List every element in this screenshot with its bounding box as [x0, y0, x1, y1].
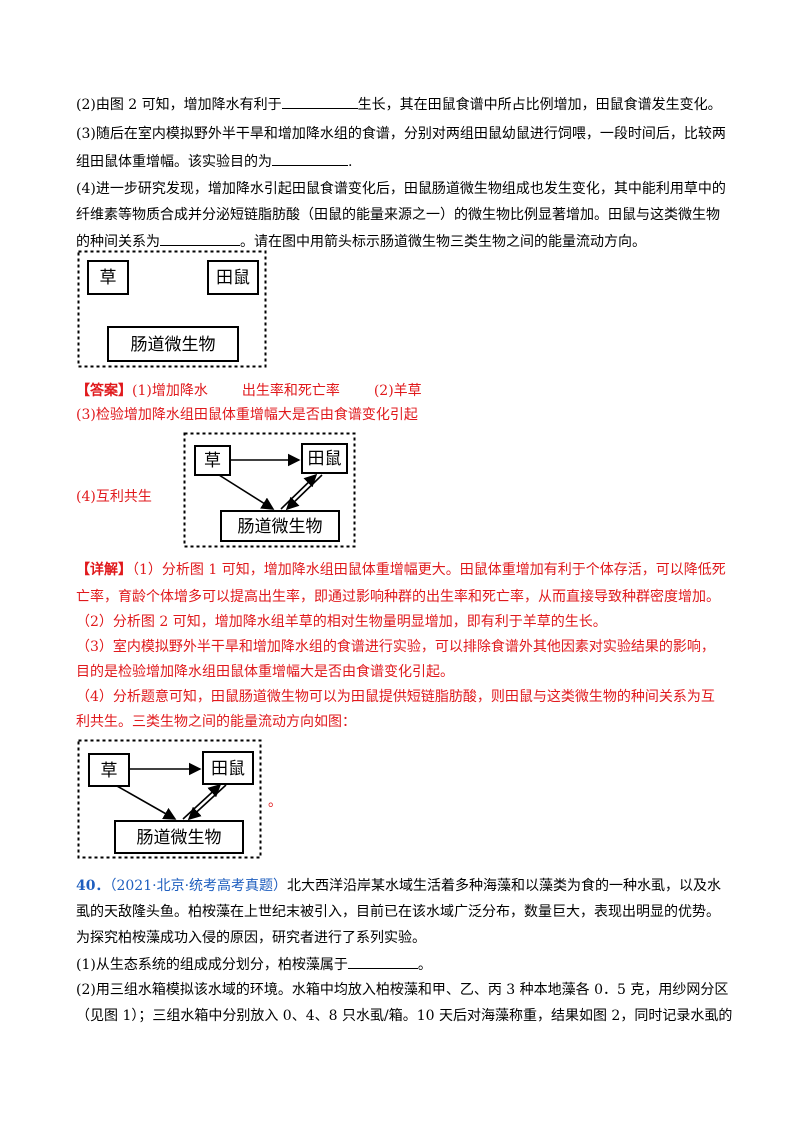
question-number: 40． — [76, 878, 110, 894]
grass-box — [87, 260, 129, 295]
detail-1-line1: 【详解】（1）分析图 1 可知，增加降水组田鼠体重增幅更大。田鼠体重增加有利于个… — [76, 560, 736, 580]
question-source[interactable]: （2021·北京·统考高考真题） — [109, 878, 288, 894]
question-40-line3: 为探究柏桉藻成功入侵的原因，研究者进行了系列实验。 — [76, 930, 426, 946]
detail-4-line1: （4）分析题意可知，田鼠肠道微生物可以为田鼠提供短链脂肪酸，则田鼠与这类微生物的… — [76, 689, 715, 705]
vole-box — [301, 443, 348, 474]
dashed-frame — [77, 250, 267, 368]
answer-tag: 【答案】 — [76, 383, 132, 399]
text: 北大西洋沿岸某水域生活着多种海藻和以藻类为食的一种水虱，以及水 — [287, 878, 722, 894]
answer-3: (3)检验增加降水组田鼠体重增幅大是否由食谱变化引起 — [76, 407, 418, 423]
text: 的种间关系为 — [76, 234, 160, 250]
answer-1: (1)增加降水 — [132, 383, 208, 399]
text: (2)由图 2 可知，增加降水有利于 — [76, 97, 282, 113]
answer-blank[interactable] — [272, 151, 348, 166]
arrow-microbe-to-vole — [182, 783, 222, 820]
grass-label: 草 — [100, 268, 117, 288]
arrow-grass-to-microbe — [218, 474, 275, 510]
question-4-line2: 纤维素等物质合成并分泌短链脂肪酸（田鼠的能量来源之一）的微生物比例显著增加。田鼠… — [76, 207, 720, 223]
microbe-label: 肠道微生物 — [137, 828, 222, 848]
detail-tag: 【详解】 — [76, 562, 132, 578]
grass-box — [88, 753, 130, 787]
vole-box — [202, 751, 254, 785]
answer-2: (2)羊草 — [373, 383, 422, 399]
text: 生长，其在田鼠食谱中所占比例增加，田鼠食谱发生变化。 — [357, 97, 722, 113]
question-diagram: 草 田鼠 肠道微生物 — [77, 250, 267, 368]
answer-diagram: 草 田鼠 肠道微生物 — [183, 432, 356, 548]
detail-diagram: 草 田鼠 肠道微生物 — [77, 739, 262, 859]
question-4-line3: 的种间关系为 。请在图中用箭头标示肠道微生物三类生物之间的能量流动方向。 — [76, 231, 736, 252]
detail-end-mark: 。 — [268, 794, 282, 810]
question-40-line1: 40．（2021·北京·统考高考真题）北大西洋沿岸某水域生活着多种海藻和以藻类为… — [76, 876, 736, 896]
text: 。 — [417, 957, 432, 973]
detail-3-line1: （3）室内模拟野外半干旱和增加降水组的食谱进行实验，可以排除食谱外其他因素对实验… — [76, 639, 715, 655]
text: . — [348, 154, 353, 170]
question-40-line2: 虱的天敌隆头鱼。柏桉藻在上世纪末被引入，目前已在该水域广泛分布，数量巨大，表现出… — [76, 904, 720, 920]
text: （1）分析图 1 可知，增加降水组田鼠体重增幅更大。田鼠体重增加有利于个体存活，… — [132, 562, 726, 578]
answer-blank[interactable] — [281, 94, 358, 109]
answer-line1: 【答案】(1)增加降水 出生率和死亡率 (2)羊草 — [76, 381, 736, 401]
question-3-line1: (3)随后在室内模拟野外半干旱和增加降水组的食谱，分别对两组田鼠幼鼠进行饲喂，一… — [76, 126, 726, 142]
question-40-sub2-line2: （见图 1）；三组水箱中分别放入 0、4、8 只水虱/箱。10 天后对海藻称重，… — [76, 1008, 733, 1024]
answer-blank[interactable] — [160, 231, 240, 246]
vole-box — [207, 260, 259, 295]
arrow-microbe-to-vole — [280, 473, 318, 510]
answer-1b: 出生率和死亡率 — [241, 383, 340, 399]
grass-label: 草 — [101, 761, 118, 781]
grass-label: 草 — [204, 451, 221, 471]
arrow-vole-to-microbe — [187, 784, 227, 821]
text: 组田鼠体重增幅。该实验目的为 — [76, 154, 272, 170]
question-2: (2)由图 2 可知，增加降水有利于 生长，其在田鼠食谱中所占比例增加，田鼠食谱发… — [76, 94, 736, 115]
arrow-vole-to-microbe — [285, 474, 323, 511]
dashed-frame — [77, 739, 262, 859]
answer-blank[interactable] — [347, 954, 418, 969]
microbe-label: 肠道微生物 — [238, 517, 323, 537]
question-40-sub2-line1: (2)用三组水箱模拟该水域的环境。水箱中均放入柏桉藻和甲、乙、丙 3 种本地藻各… — [76, 982, 729, 998]
vole-label: 田鼠 — [308, 449, 342, 469]
microbe-label: 肠道微生物 — [131, 335, 216, 355]
dashed-frame — [183, 432, 356, 548]
detail-2: （2）分析图 2 可知，增加降水组羊草的相对生物量明显增加，即有利于羊草的生长。 — [76, 614, 607, 630]
question-3-line2: 组田鼠体重增幅。该实验目的为. — [76, 151, 736, 172]
detail-4-line2: 利共生。三类生物之间的能量流动方向如图： — [76, 714, 356, 730]
arrow-grass-to-microbe — [116, 785, 177, 820]
vole-label: 田鼠 — [216, 268, 250, 288]
text: (1)从生态系统的组成成分划分，柏桉藻属于 — [76, 957, 348, 973]
vole-label: 田鼠 — [211, 759, 245, 779]
question-4-line1: (4)进一步研究发现，增加降水引起田鼠食谱变化后，田鼠肠道微生物组成也发生变化，… — [76, 181, 726, 197]
text: 。请在图中用箭头标示肠道微生物三类生物之间的能量流动方向。 — [240, 234, 646, 250]
microbe-box — [220, 510, 340, 542]
question-40-sub1: (1)从生态系统的组成成分划分，柏桉藻属于 。 — [76, 954, 736, 975]
answer-4: (4)互利共生 — [76, 489, 152, 505]
detail-3-line2: 目的是检验增加降水组田鼠体重增幅大是否由食谱变化引起。 — [76, 664, 454, 680]
microbe-box — [107, 326, 239, 362]
detail-1-line2: 亡率，育龄个体增多可以提高出生率，即通过影响种群的出生率和死亡率，从而直接导致种… — [76, 589, 720, 605]
microbe-box — [114, 820, 244, 854]
